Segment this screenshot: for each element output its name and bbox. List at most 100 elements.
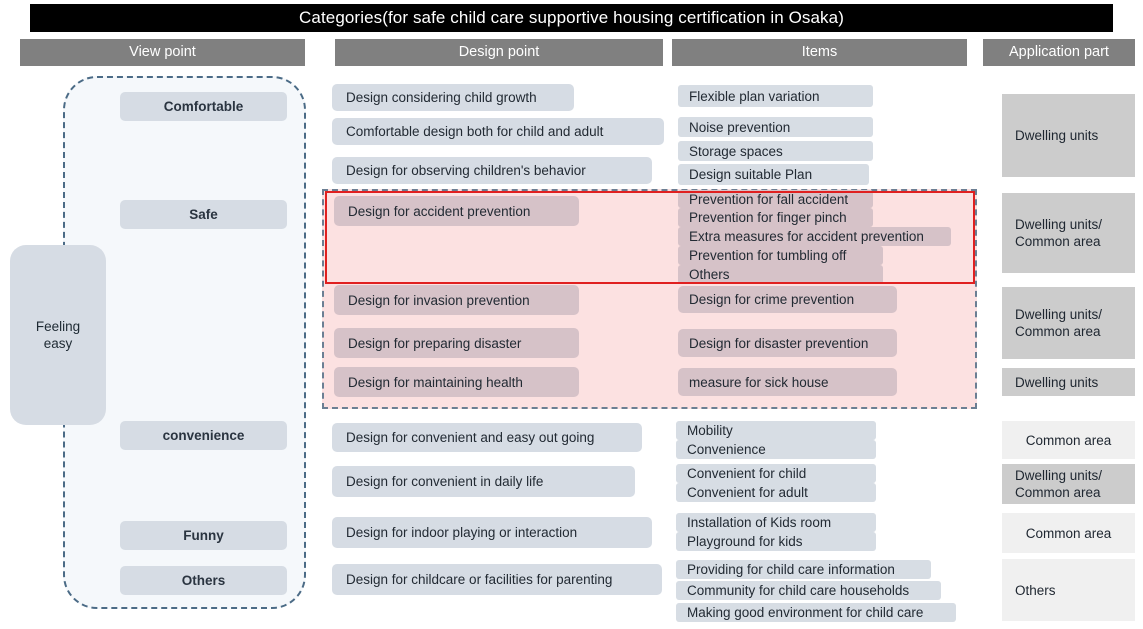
app-part-line1: Dwelling units/: [1015, 468, 1103, 483]
design-point-comfortable-child-adult[interactable]: Comfortable design both for child and ad…: [332, 118, 664, 145]
design-point-convenient-out-going[interactable]: Design for convenient and easy out going: [332, 423, 642, 452]
item-extra-measures-accident-prevention[interactable]: Extra measures for accident prevention: [678, 227, 951, 246]
item-measure-sick-house[interactable]: measure for sick house: [678, 368, 897, 396]
column-header-items: Items: [672, 39, 967, 66]
item-label: Convenient for child: [687, 466, 807, 481]
item-mobility[interactable]: Mobility: [676, 421, 876, 440]
design-point-indoor-playing[interactable]: Design for indoor playing or interaction: [332, 517, 652, 548]
view-point-label: Funny: [183, 528, 224, 543]
view-point-item-funny[interactable]: Funny: [120, 521, 287, 550]
app-part-line1: Dwelling units: [1015, 128, 1099, 143]
item-label: Design for disaster prevention: [689, 335, 869, 351]
application-part-common-area-2[interactable]: Common area: [1002, 513, 1135, 553]
item-noise-prevention[interactable]: Noise prevention: [678, 117, 873, 137]
item-design-crime-prevention[interactable]: Design for crime prevention: [678, 286, 897, 313]
accident-prevention-red-outline: [325, 191, 975, 284]
app-part-line1: Dwelling units/: [1015, 307, 1103, 322]
item-label: Noise prevention: [689, 119, 791, 135]
design-point-label: Design for accident prevention: [348, 203, 531, 219]
item-label: measure for sick house: [689, 374, 829, 390]
view-point-label: Safe: [189, 207, 218, 222]
app-part-line1: Dwelling units/: [1015, 217, 1103, 232]
application-part-dwelling-common-3[interactable]: Dwelling units/ Common area: [1002, 464, 1135, 504]
design-point-label: Design considering child growth: [346, 90, 537, 105]
application-part-others[interactable]: Others: [1002, 559, 1135, 621]
item-convenient-for-child[interactable]: Convenient for child: [676, 464, 876, 483]
column-header-application-part: Application part: [983, 39, 1135, 66]
page-title: Categories(for safe child care supportiv…: [30, 4, 1113, 32]
design-point-label: Design for preparing disaster: [348, 335, 522, 351]
item-prevention-tumbling-off[interactable]: Prevention for tumbling off: [678, 246, 883, 265]
item-label: Providing for child care information: [687, 562, 895, 577]
item-installation-kids-room[interactable]: Installation of Kids room: [676, 513, 876, 532]
item-prevention-finger-pinch[interactable]: Prevention for finger pinch: [678, 208, 873, 227]
item-label: Flexible plan variation: [689, 88, 820, 104]
item-label: Others: [689, 267, 730, 282]
item-label: Making good environment for child care: [687, 605, 924, 620]
view-point-label: Comfortable: [163, 99, 244, 114]
app-part-line2: Common area: [1015, 485, 1101, 500]
item-label: Playground for kids: [687, 534, 803, 549]
design-point-label: Design for invasion prevention: [348, 292, 530, 308]
item-label: Convenience: [687, 442, 766, 457]
feeling-easy-line1: Feeling: [35, 319, 81, 334]
item-playground-for-kids[interactable]: Playground for kids: [676, 532, 876, 551]
item-label: Design suitable Plan: [689, 167, 813, 182]
design-point-label: Design for convenient in daily life: [346, 474, 544, 489]
application-part-dwelling-common-1[interactable]: Dwelling units/ Common area: [1002, 193, 1135, 273]
view-point-item-convenience[interactable]: convenience: [120, 421, 287, 450]
item-flexible-plan-variation[interactable]: Flexible plan variation: [678, 85, 873, 107]
item-providing-child-care-information[interactable]: Providing for child care information: [676, 560, 931, 579]
app-part-line1: Common area: [1025, 432, 1112, 448]
column-header-design-point: Design point: [335, 39, 663, 66]
app-part-line1: Common area: [1025, 525, 1112, 541]
design-point-invasion-prevention[interactable]: Design for invasion prevention: [334, 285, 579, 315]
item-label: Extra measures for accident prevention: [689, 229, 924, 244]
design-point-maintaining-health[interactable]: Design for maintaining health: [334, 367, 579, 397]
design-point-label: Design for indoor playing or interaction: [346, 525, 578, 540]
design-point-preparing-disaster[interactable]: Design for preparing disaster: [334, 328, 579, 358]
application-part-dwelling-units-1[interactable]: Dwelling units: [1002, 94, 1135, 177]
view-point-item-others[interactable]: Others: [120, 566, 287, 595]
application-part-dwelling-units-2[interactable]: Dwelling units: [1002, 368, 1135, 396]
item-label: Prevention for fall accident: [689, 191, 849, 207]
item-convenience[interactable]: Convenience: [676, 440, 876, 459]
design-point-convenient-daily-life[interactable]: Design for convenient in daily life: [332, 466, 635, 497]
design-point-accident-prevention[interactable]: Design for accident prevention: [334, 196, 579, 226]
application-part-common-area-1[interactable]: Common area: [1002, 421, 1135, 459]
design-point-label: Design for convenient and easy out going: [346, 430, 595, 445]
item-convenient-for-adult[interactable]: Convenient for adult: [676, 483, 876, 502]
app-part-line2: Common area: [1015, 234, 1101, 249]
design-point-childcare-facilities[interactable]: Design for childcare or facilities for p…: [332, 564, 662, 595]
item-prevention-fall-accident[interactable]: Prevention for fall accident: [678, 190, 873, 208]
item-label: Convenient for adult: [687, 485, 808, 500]
application-part-dwelling-common-2[interactable]: Dwelling units/ Common area: [1002, 287, 1135, 359]
item-storage-spaces[interactable]: Storage spaces: [678, 141, 873, 161]
app-part-line1: Others: [1015, 582, 1056, 598]
item-label: Storage spaces: [689, 143, 783, 159]
view-point-item-safe[interactable]: Safe: [120, 200, 287, 229]
app-part-line2: Common area: [1015, 324, 1101, 339]
item-community-child-care-households[interactable]: Community for child care households: [676, 581, 941, 600]
item-label: Prevention for finger pinch: [689, 210, 847, 225]
design-point-child-growth[interactable]: Design considering child growth: [332, 84, 574, 111]
column-header-view-point: View point: [20, 39, 305, 66]
feeling-easy-line2: easy: [43, 336, 73, 351]
item-label: Prevention for tumbling off: [689, 248, 847, 263]
item-label: Mobility: [687, 423, 733, 438]
item-others-accident[interactable]: Others: [678, 265, 883, 284]
app-part-line1: Dwelling units: [1015, 374, 1099, 390]
item-design-suitable-plan[interactable]: Design suitable Plan: [678, 164, 869, 185]
view-point-item-comfortable[interactable]: Comfortable: [120, 92, 287, 121]
view-point-label: Others: [181, 573, 226, 588]
design-point-label: Design for observing children's behavior: [346, 163, 586, 178]
item-design-disaster-prevention[interactable]: Design for disaster prevention: [678, 329, 897, 357]
design-point-label: Comfortable design both for child and ad…: [346, 124, 604, 139]
view-point-root-feeling-easy: Feeling easy: [10, 245, 106, 425]
design-point-label: Design for maintaining health: [348, 374, 523, 390]
design-point-observing-behavior[interactable]: Design for observing children's behavior: [332, 157, 652, 184]
item-label: Installation of Kids room: [687, 515, 832, 530]
item-making-good-environment[interactable]: Making good environment for child care: [676, 603, 956, 622]
view-point-label: convenience: [162, 428, 245, 443]
